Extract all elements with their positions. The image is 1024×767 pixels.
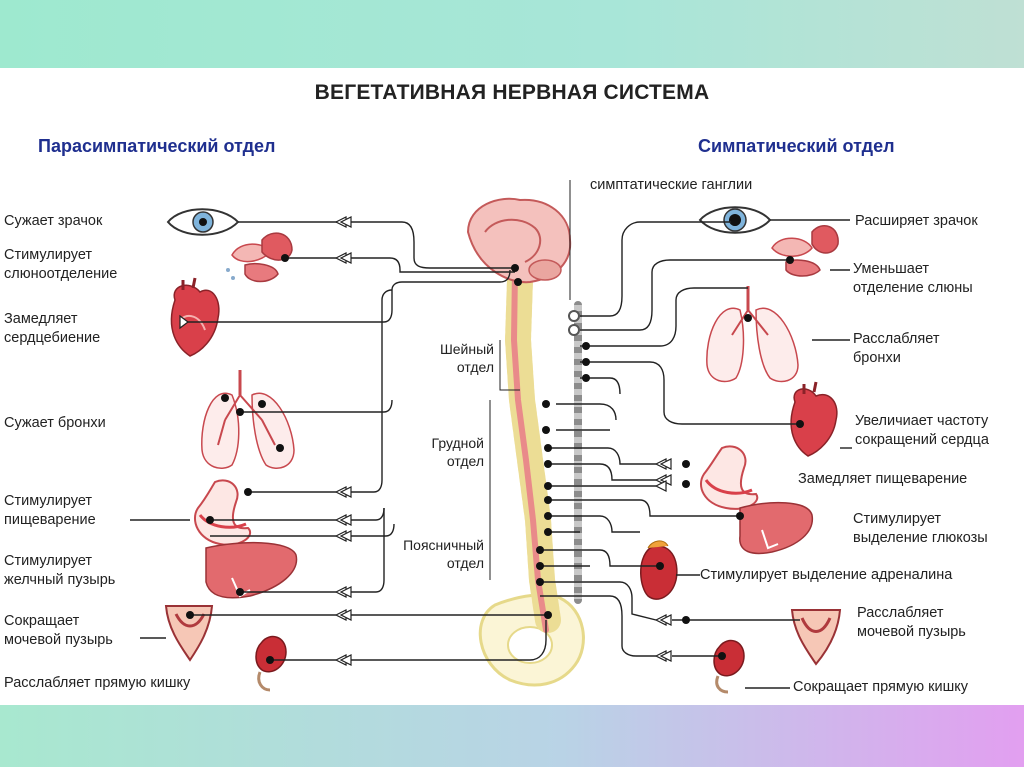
sympathetic-pathways <box>540 219 852 689</box>
ganglia-label: симптатические ганглии <box>590 177 753 193</box>
right-heart-line-1: Увеличиает частоту <box>855 413 989 429</box>
left-label-gallbladder: Стимулирует желчный пузырь <box>4 552 115 590</box>
left-label-pupil: Сужает зрачок <box>4 213 103 229</box>
right-heart-line-2: сокращений сердца <box>855 432 989 448</box>
left-gallbladder-line-2: желчный пузырь <box>4 572 116 588</box>
right-label-rectum: Сокращает прямую кишку <box>793 679 968 695</box>
right-glucose-line-1: Стимулирует <box>853 511 942 527</box>
left-saliva-line-2: слюноотделение <box>4 266 118 282</box>
parasympathetic-header: Парасимпатический отдел <box>38 136 276 156</box>
right-label-adrenal: Стимулирует выделение адреналина <box>700 567 953 583</box>
right-label-pupil: Расширяет зрачок <box>855 213 978 229</box>
liver-icon-left <box>205 541 298 599</box>
segment-brackets <box>489 180 571 580</box>
spinal-column <box>504 267 561 633</box>
left-bladder-line-2: мочевой пузырь <box>4 632 113 648</box>
brain-illustration <box>466 197 572 284</box>
right-saliva-line-1: Уменьшает <box>853 261 930 277</box>
sympathetic-ganglia-chain <box>568 301 582 604</box>
right-label-bladder: Расслабляет мочевой пузырь <box>857 604 966 642</box>
heart-icon-left <box>170 277 220 357</box>
rectum-icon-right <box>713 639 745 694</box>
right-bladder-line-2: мочевой пузырь <box>857 624 966 640</box>
heart-icon-right <box>790 381 838 457</box>
lungs-icon-left <box>201 370 295 469</box>
synapse-dots <box>186 218 804 664</box>
rectum-icon-left <box>255 635 287 692</box>
pelvis-illustration <box>478 593 585 687</box>
cervical-line-1: Шейный <box>439 341 494 357</box>
page-title: ВЕГЕТАТИВНАЯ НЕРВНАЯ СИСТЕМА <box>314 81 710 104</box>
salivary-gland-icon-left <box>226 232 293 283</box>
left-heart-line-2: сердцебиение <box>4 330 101 346</box>
right-bronchi-line-2: бронхи <box>853 350 901 366</box>
left-heart-line-1: Замедляет <box>4 311 78 327</box>
right-label-glucose: Стимулирует выделение глюкозы <box>853 510 988 548</box>
left-digestion-line-1: Стимулирует <box>4 493 93 509</box>
left-label-saliva: Стимулирует слюноотделение <box>4 246 117 284</box>
bladder-icon-right <box>790 609 842 666</box>
sympathetic-header: Симпатический отдел <box>698 136 895 156</box>
left-label-bronchi: Сужает бронхи <box>4 415 106 431</box>
thoracic-line-2: отдел <box>446 453 484 469</box>
thoracic-segment-label: Грудной отдел <box>400 434 484 470</box>
right-saliva-line-2: отделение слюны <box>853 280 973 296</box>
salivary-gland-icon-right <box>771 225 839 277</box>
parasympathetic-arrowheads <box>179 216 352 666</box>
right-glucose-line-2: выделение глюкозы <box>853 530 988 546</box>
eye-icon-left <box>166 208 240 236</box>
sympathetic-arrowheads <box>654 458 672 662</box>
cervical-segment-label: Шейный отдел <box>410 340 494 376</box>
top-decor-band <box>0 0 1024 68</box>
right-bronchi-line-1: Расслабляет <box>853 331 940 347</box>
right-label-saliva: Уменьшает отделение слюны <box>853 260 973 298</box>
bottom-decor-band <box>0 705 1024 767</box>
right-bladder-line-1: Расслабляет <box>857 605 944 621</box>
left-label-heart: Замедляет сердцебиение <box>4 310 100 348</box>
left-label-digestion: Стимулирует пищеварение <box>4 492 96 530</box>
lungs-icon-right <box>706 286 799 383</box>
left-saliva-line-1: Стимулирует <box>4 247 93 263</box>
liver-icon-right <box>739 501 814 555</box>
left-digestion-line-2: пищеварение <box>4 512 96 528</box>
stomach-icon-left <box>193 479 251 546</box>
lumbar-line-1: Поясничный <box>403 537 484 553</box>
lumbar-segment-label: Поясничный отдел <box>384 536 484 572</box>
right-label-digestion: Замедляет пищеварение <box>798 471 968 487</box>
parasympathetic-pathways <box>130 221 547 661</box>
right-label-bronchi: Расслабляет бронхи <box>853 330 939 368</box>
left-label-rectum: Расслабляет прямую кишку <box>4 675 191 691</box>
lumbar-line-2: отдел <box>446 555 484 571</box>
cervical-line-2: отдел <box>456 359 494 375</box>
left-gallbladder-line-1: Стимулирует <box>4 553 93 569</box>
left-bladder-line-1: Сокращает <box>4 613 80 629</box>
right-label-heart: Увеличиает частоту сокращений сердца <box>855 412 989 450</box>
kidney-adrenal-icon <box>640 540 678 600</box>
bladder-icon-left <box>164 605 214 662</box>
left-label-bladder: Сокращает мочевой пузырь <box>4 612 113 650</box>
stomach-icon-right <box>699 445 759 510</box>
thoracic-line-1: Грудной <box>431 435 484 451</box>
